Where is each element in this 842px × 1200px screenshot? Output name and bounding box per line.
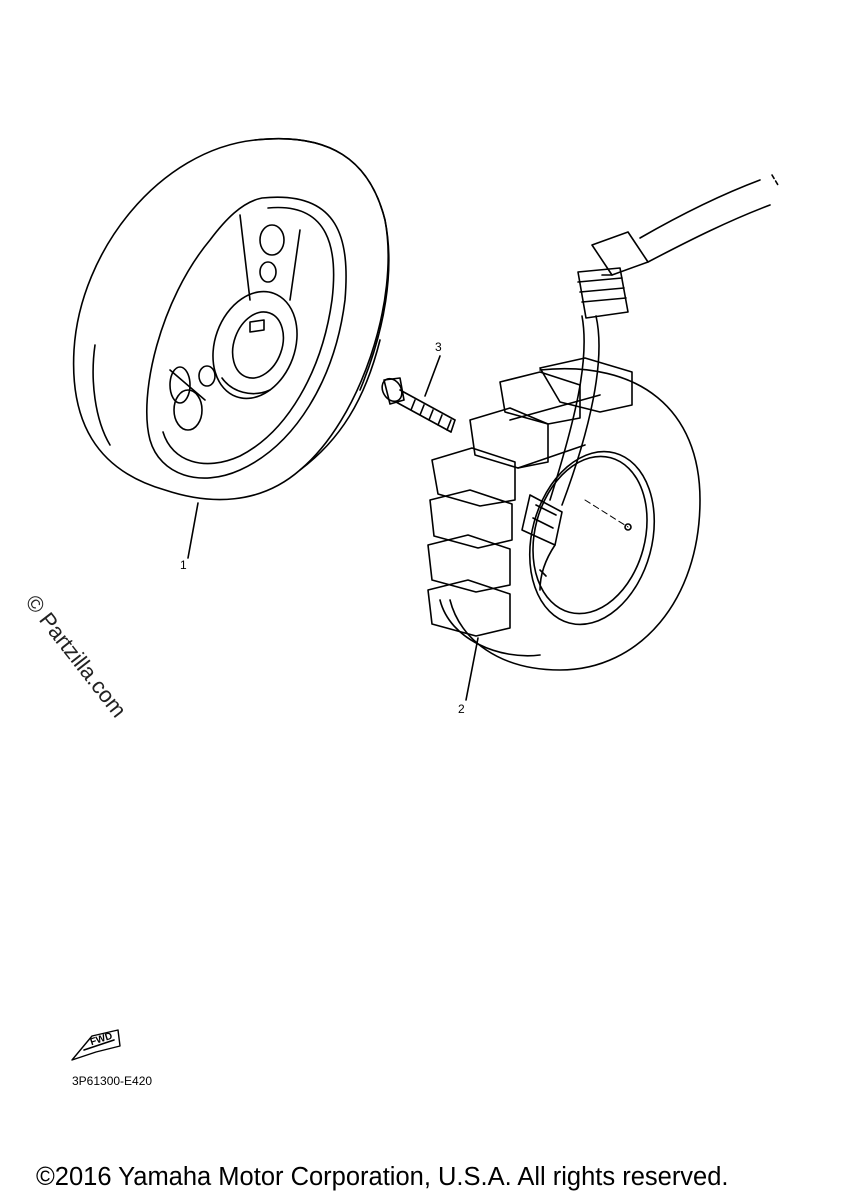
callout-2: 2	[458, 702, 465, 716]
bolt-part	[381, 355, 456, 433]
fwd-arrow-icon	[71, 1029, 121, 1061]
stator-part	[427, 174, 779, 701]
copyright-notice: ©2016 Yamaha Motor Corporation, U.S.A. A…	[36, 1163, 729, 1191]
rotor-part	[72, 137, 390, 559]
callout-1: 1	[180, 558, 187, 572]
diagram-code: 3P61300-E420	[72, 1074, 153, 1088]
callout-3: 3	[435, 340, 442, 354]
